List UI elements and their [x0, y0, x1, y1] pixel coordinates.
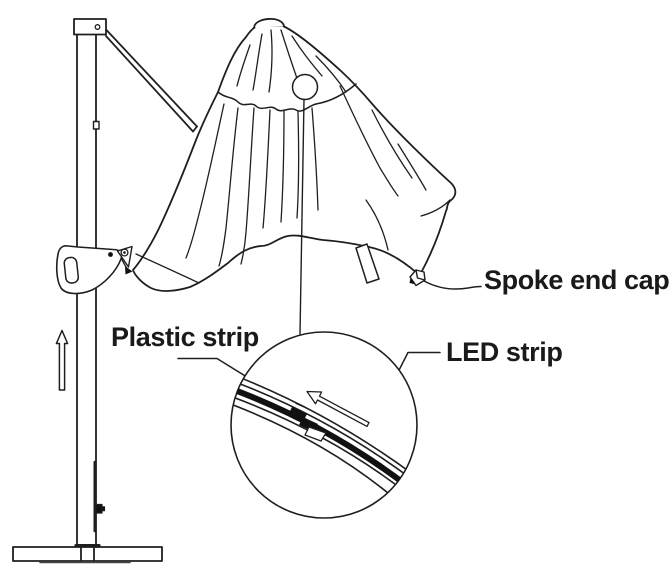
up-arrow-icon: [55, 329, 69, 391]
spoke-end-cap-label: Spoke end cap: [484, 265, 669, 295]
canopy-folds-lower: [135, 85, 451, 284]
spoke-tip: [355, 243, 380, 284]
pole-top-cap: [73, 18, 107, 36]
slide-direction-arrow-icon: [306, 390, 370, 428]
plastic-strip-label: Plastic strip: [111, 322, 259, 352]
led-strip-label: LED strip: [446, 337, 563, 367]
pole-knob: [95, 503, 106, 514]
strip-connector: [289, 402, 327, 442]
pole: [12, 18, 198, 564]
spoke-end-cap-leader: [423, 280, 482, 290]
magnifier-detail: [230, 331, 418, 519]
canopy-folds-top: [236, 29, 347, 93]
pole-pin: [92, 120, 100, 130]
magnifier-circle: [230, 331, 418, 519]
spoke-end-cap: [409, 269, 426, 287]
finial-cap: [253, 18, 285, 29]
tilt-handle: [55, 245, 133, 295]
canopy: [132, 18, 457, 292]
zoom-leader-line: [299, 98, 305, 335]
cantilever-arm: [105, 28, 198, 133]
base: [12, 543, 163, 564]
zoom-source-circle: [291, 73, 319, 101]
